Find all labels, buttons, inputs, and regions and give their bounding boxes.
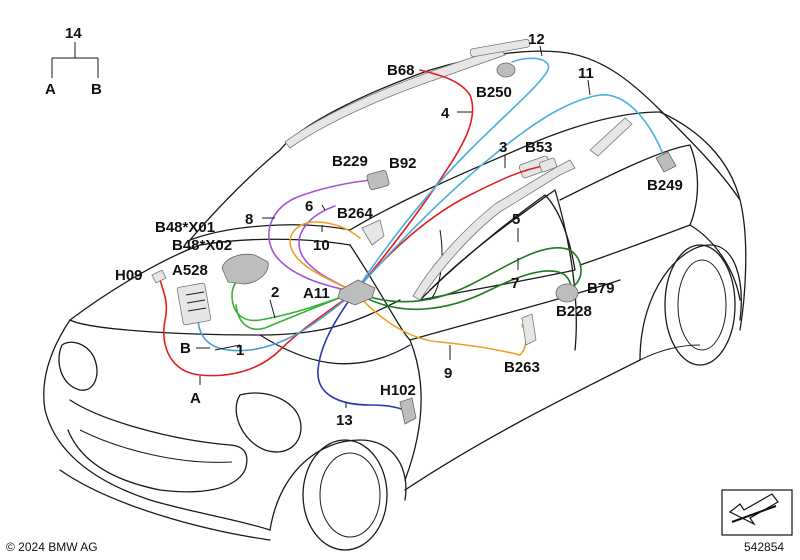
h102-part xyxy=(399,397,417,425)
diagram-labels: 1 2 3 4 5 6 7 8 9 10 11 12 13 A B A11 A5… xyxy=(115,31,683,429)
label-b48x02: B48*X02 xyxy=(172,237,232,254)
a528-module xyxy=(221,253,269,285)
label-b228: B228 xyxy=(556,303,592,320)
label-b249: B249 xyxy=(647,177,683,194)
label-3: 3 xyxy=(499,139,507,156)
diagram-number: 542854 xyxy=(744,540,785,554)
label-1: 1 xyxy=(236,342,244,359)
label-5: 5 xyxy=(512,211,520,228)
arrow-box-icon[interactable] xyxy=(721,489,793,536)
b48-panel xyxy=(176,282,212,326)
label-10: 10 xyxy=(313,237,330,254)
label-13: 13 xyxy=(336,412,353,429)
h09-part xyxy=(151,269,167,284)
b263-part xyxy=(521,313,537,346)
label-h102: H102 xyxy=(380,382,416,399)
label-11: 11 xyxy=(578,65,594,82)
label-a528: A528 xyxy=(172,262,208,279)
b79-sensor xyxy=(555,283,579,303)
wire-harness-12 xyxy=(354,57,550,293)
b264-part xyxy=(361,219,385,246)
b250-sensor xyxy=(496,62,516,78)
label-b264: B264 xyxy=(337,205,374,222)
airbag-modules xyxy=(284,38,633,301)
label-b92: B92 xyxy=(389,155,417,172)
wire-harness-8 xyxy=(268,179,373,293)
wire-harness-2b xyxy=(235,291,356,330)
legend-branch-b: B xyxy=(91,81,102,98)
label-12: 12 xyxy=(528,31,545,48)
label-a11: A11 xyxy=(303,285,330,302)
copyright-text: © 2024 BMW AG xyxy=(6,540,98,554)
components xyxy=(151,62,677,425)
label-6: 6 xyxy=(305,198,313,215)
label-b79: B79 xyxy=(587,280,615,297)
b229-sensor xyxy=(366,169,390,191)
wire-harness-7 xyxy=(354,270,572,311)
wire-harness-9 xyxy=(354,291,527,356)
label-b68: B68 xyxy=(387,62,415,79)
b53-part xyxy=(538,157,558,173)
wire-harness-11 xyxy=(354,94,666,293)
a11-control-unit xyxy=(337,279,376,306)
wire-harness-4 xyxy=(354,69,474,293)
b249-sensor xyxy=(655,151,677,173)
label-h09: H09 xyxy=(115,267,143,284)
wire-harness-10 xyxy=(289,221,361,293)
car-body-outline xyxy=(43,50,747,551)
wire-harness-2 xyxy=(231,274,356,322)
label-b250: B250 xyxy=(476,84,512,101)
label-A: A xyxy=(190,390,201,407)
wire-harness-5 xyxy=(354,246,582,303)
label-B: B xyxy=(180,340,191,357)
label-8: 8 xyxy=(245,211,253,228)
label-2: 2 xyxy=(271,284,279,301)
wiring-harnesses xyxy=(159,57,666,413)
label-b48x01: B48*X01 xyxy=(155,219,215,236)
label-9: 9 xyxy=(444,365,452,382)
label-4: 4 xyxy=(441,105,450,122)
legend-number: 14 xyxy=(65,25,82,42)
wire-harness-13 xyxy=(317,291,411,413)
label-7: 7 xyxy=(511,275,519,292)
legend-tree: 14 A B xyxy=(45,25,102,98)
leader-lines xyxy=(196,45,591,408)
label-b53: B53 xyxy=(525,139,553,156)
label-b263: B263 xyxy=(504,359,540,376)
label-b229: B229 xyxy=(332,153,368,170)
legend-branch-a: A xyxy=(45,81,56,98)
